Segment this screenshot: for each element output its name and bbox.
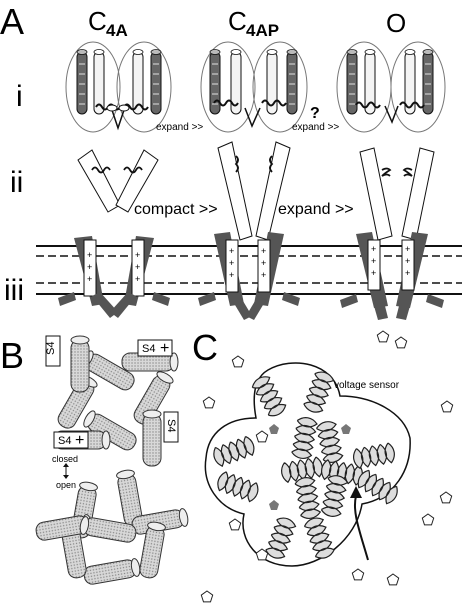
- svg-text:+: +: [371, 268, 376, 278]
- svg-text:+: +: [405, 244, 410, 254]
- svg-text:+: +: [229, 246, 234, 256]
- row-label-ii: ii: [10, 166, 23, 199]
- row-iii-state-c4a: [58, 236, 170, 318]
- svg-text:C: C: [88, 6, 107, 36]
- svg-text:+: +: [261, 258, 266, 268]
- svg-text:+: +: [371, 256, 376, 266]
- panel-a-letter: A: [0, 1, 24, 42]
- row-i-expand-label-1: expand >>: [156, 122, 203, 133]
- svg-text:+: +: [160, 340, 169, 357]
- svg-text:S4: S4: [45, 342, 57, 355]
- row-i-question-mark: ?: [310, 105, 320, 122]
- row-iii-membrane: [36, 245, 462, 295]
- panel-c-arrow: [350, 486, 369, 561]
- state-c4a-heading: C 4A: [88, 6, 128, 40]
- svg-text:S4: S4: [58, 435, 71, 447]
- svg-text:+: +: [261, 270, 266, 280]
- panel-b-open-label: open: [56, 480, 76, 490]
- row-ii-state-c4a: [77, 149, 159, 213]
- row-iii-plus-signs: + + + + + + + + + + + + + + + + + +: [87, 244, 410, 284]
- svg-text:C: C: [228, 6, 247, 36]
- panel-c-voltage-sensor-label: voltage sensor: [334, 380, 400, 391]
- svg-text:+: +: [87, 262, 92, 272]
- panel-b-s4-label-left-top: S4: [45, 335, 61, 367]
- svg-text:+: +: [261, 246, 266, 256]
- svg-text:+: +: [87, 250, 92, 260]
- svg-text:4AP: 4AP: [246, 21, 279, 40]
- panel-c-letter: C: [192, 327, 218, 368]
- svg-text:+: +: [405, 268, 410, 278]
- panel-b-s4-label-right: S4: [163, 411, 179, 443]
- svg-text:+: +: [135, 274, 140, 284]
- svg-text:+: +: [229, 258, 234, 268]
- panel-b-letter: B: [0, 335, 24, 376]
- svg-text:S4: S4: [165, 419, 177, 432]
- row-iii-state-c4ap: [198, 232, 300, 320]
- row-i-state-c4a: [65, 41, 172, 133]
- row-label-iii: iii: [4, 274, 24, 307]
- svg-text:O: O: [386, 8, 406, 38]
- state-o-heading: O: [386, 8, 406, 38]
- svg-text:+: +: [75, 432, 84, 449]
- svg-text:+: +: [405, 256, 410, 266]
- panel-b-closed-open-arrow: [63, 463, 69, 479]
- row-ii-compact-label: compact >>: [134, 201, 218, 218]
- row-ii-state-c4ap: [217, 141, 291, 241]
- row-i-state-o: [336, 41, 446, 133]
- panel-b-closed-label: closed: [52, 454, 78, 464]
- panel-b-s4-label-bottom: S4 +: [53, 431, 89, 449]
- row-iii-state-o: [340, 232, 444, 320]
- row-i-state-c4ap: [200, 41, 308, 133]
- svg-text:4A: 4A: [106, 21, 128, 40]
- svg-text:+: +: [229, 270, 234, 280]
- row-label-i: i: [16, 80, 23, 113]
- svg-text:+: +: [87, 274, 92, 284]
- svg-text:+: +: [371, 244, 376, 254]
- row-i-expand-label-2: expand >>: [292, 122, 339, 133]
- row-ii-expand-label: expand >>: [278, 201, 354, 218]
- row-ii-state-o: [359, 147, 435, 241]
- panel-b-s4-label-top: S4 +: [137, 339, 173, 357]
- panel-c-gray-pentagons: [269, 424, 351, 510]
- svg-text:+: +: [135, 250, 140, 260]
- svg-text:S4: S4: [142, 343, 155, 355]
- state-c4ap-heading: C 4AP: [228, 6, 279, 40]
- svg-text:+: +: [135, 262, 140, 272]
